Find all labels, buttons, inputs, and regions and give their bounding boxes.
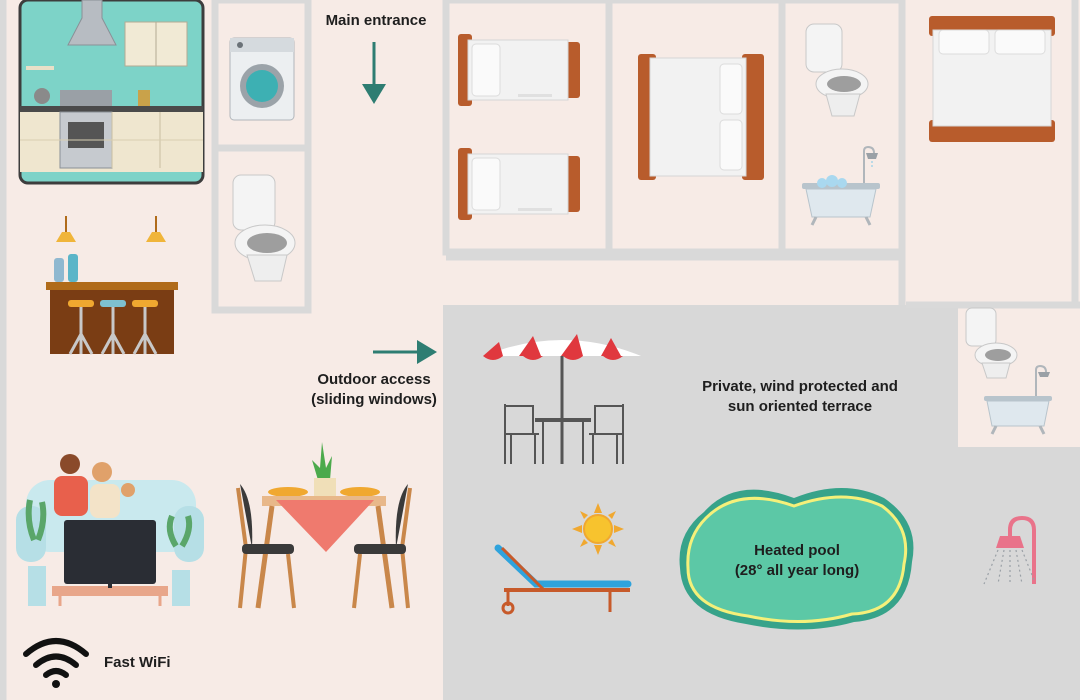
bed-icon (929, 16, 1055, 142)
outdoor-access-label: Outdoor access (sliding windows) (296, 370, 452, 410)
bed-icon (638, 54, 764, 180)
toilet-icon (232, 174, 296, 282)
kitchen-icon (18, 0, 205, 185)
main-entrance-label: Main entrance (325, 12, 427, 29)
dining-table-icon (236, 442, 412, 609)
terrace-label: Private, wind protected and sun oriented… (680, 377, 920, 417)
toilet-icon (965, 307, 1018, 379)
sun-lounger-icon (494, 544, 632, 615)
arrow-down-icon (362, 42, 386, 104)
wifi-label: Fast WiFi (104, 654, 171, 671)
pool-line1: Heated pool (754, 542, 840, 559)
washing-machine-icon (229, 37, 295, 121)
bathtub-icon (802, 145, 880, 226)
pool-label: Heated pool (28° all year long) (716, 541, 878, 581)
terrace-line1: Private, wind protected and (702, 378, 898, 395)
wifi-icon (23, 638, 89, 688)
bathtub-icon (984, 364, 1052, 435)
pool-line2: (28° all year long) (734, 562, 860, 579)
umbrella-table-icon (483, 334, 641, 464)
family-sofa-tv-icon (16, 454, 204, 606)
outdoor-access-line2: (sliding windows) (311, 391, 437, 408)
sun-icon (572, 503, 624, 555)
terrace-line2: sun oriented terrace (727, 398, 873, 415)
shower-icon (983, 515, 1036, 585)
pool-icon (679, 488, 914, 630)
bed-icon (458, 34, 580, 106)
toilet-icon (805, 23, 869, 117)
outdoor-access-line1: Outdoor access (317, 371, 431, 388)
bar-counter-icon (46, 216, 178, 355)
bed-icon (458, 148, 580, 220)
arrow-right-icon (373, 340, 437, 364)
